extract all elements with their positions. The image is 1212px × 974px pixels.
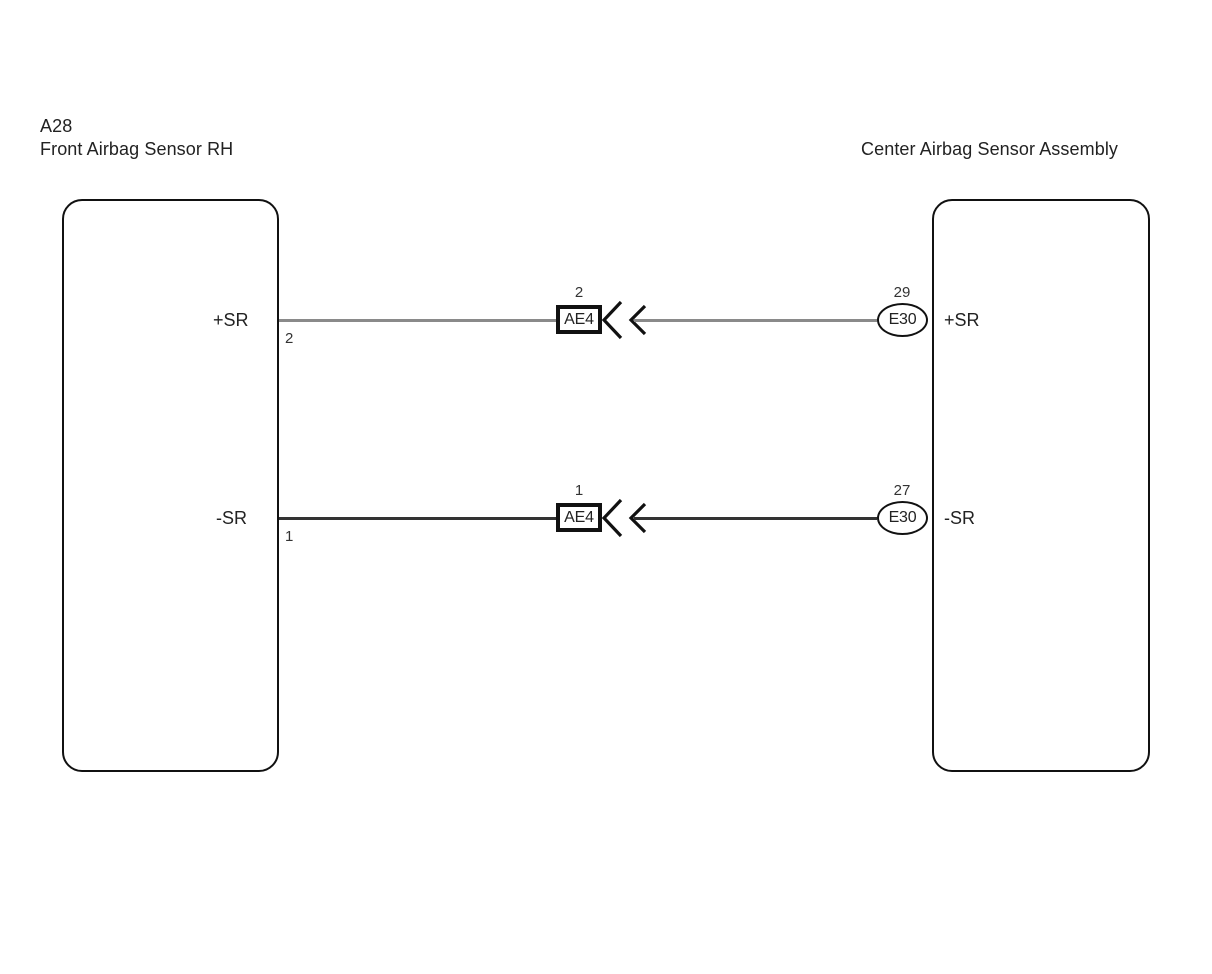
right-pin-number-lower: 27 <box>893 482 911 499</box>
left-terminal-label-upper: +SR <box>213 310 249 330</box>
connector-chevrons-lower-icon <box>601 498 651 543</box>
inline-connector-block-lower[interactable]: AE4 <box>556 503 602 532</box>
left-pin-number-upper: 2 <box>285 330 294 347</box>
wire-segment-lower-right <box>634 517 877 520</box>
left-component-code: A28 <box>40 116 73 136</box>
inline-connector-label-lower: AE4 <box>559 506 599 529</box>
connector-chevrons-upper-icon <box>601 300 651 345</box>
right-pin-number-upper: 29 <box>893 284 911 301</box>
right-terminal-label-lower: -SR <box>944 508 975 528</box>
inline-connector-pin-lower: 1 <box>574 482 584 499</box>
wire-segment-upper-right <box>634 319 877 322</box>
wire-segment-lower-left <box>279 517 556 520</box>
inline-connector-label-upper: AE4 <box>559 308 599 331</box>
left-terminal-label-lower: -SR <box>216 508 247 528</box>
right-component-housing <box>932 199 1150 772</box>
left-pin-number-lower: 1 <box>285 528 294 545</box>
right-component-name: Center Airbag Sensor Assembly <box>861 139 1119 159</box>
wire-segment-upper-left <box>279 319 556 322</box>
right-connector-oval-lower[interactable]: E30 <box>877 501 928 535</box>
inline-connector-pin-upper: 2 <box>574 284 584 301</box>
right-connector-oval-upper[interactable]: E30 <box>877 303 928 337</box>
left-component-housing <box>62 199 279 772</box>
right-terminal-label-upper: +SR <box>944 310 980 330</box>
left-component-name: Front Airbag Sensor RH <box>40 139 234 159</box>
inline-connector-block-upper[interactable]: AE4 <box>556 305 602 334</box>
